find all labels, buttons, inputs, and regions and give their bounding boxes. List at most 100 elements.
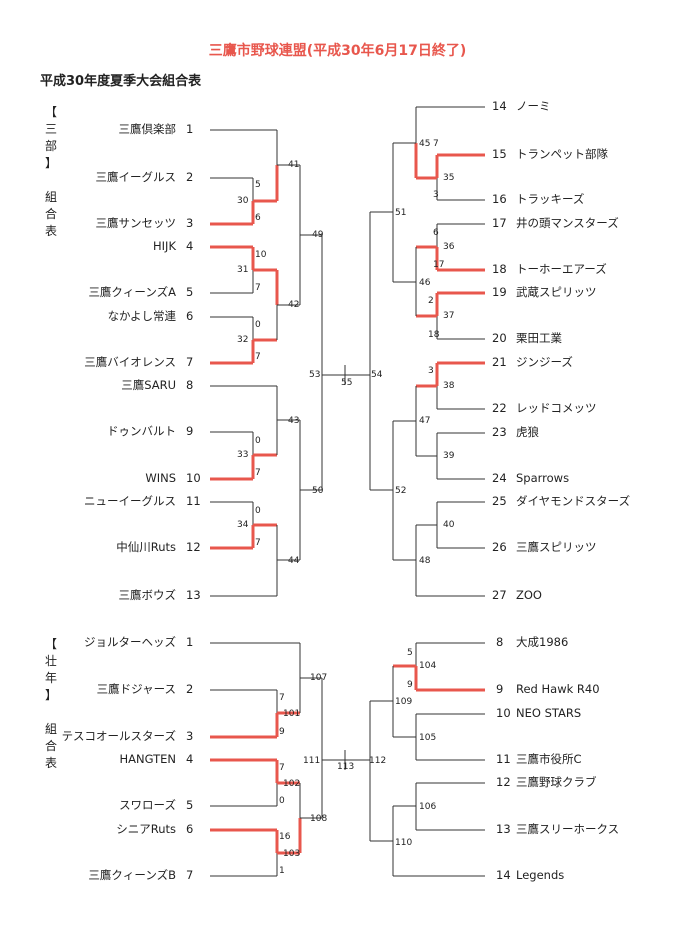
team-seed: 9: [186, 424, 194, 438]
team-seed: 25: [492, 494, 507, 508]
team-name: 武蔵スピリッツ: [516, 285, 597, 299]
team-seed: 2: [186, 170, 194, 184]
match-number: 112: [369, 756, 387, 766]
team-name: 井の頭マンスターズ: [516, 216, 619, 230]
team-seed: 7: [186, 355, 194, 369]
team-name: HIJK: [153, 239, 176, 253]
team-seed: 15: [492, 147, 507, 161]
team-seed: 3: [186, 216, 194, 230]
team-seed: 14: [492, 99, 507, 113]
division-label: 組: [44, 722, 57, 736]
team-name: HANGTEN: [119, 752, 176, 766]
match-number: 51: [395, 208, 407, 218]
match-number: 52: [395, 486, 407, 496]
match-score: 9: [279, 727, 285, 737]
match-number: 44: [288, 556, 300, 566]
team-name: 栗田工業: [516, 331, 562, 345]
team-seed: 9: [496, 682, 504, 696]
team-name: 三鷹ドジャース: [96, 682, 176, 696]
team-seed: 4: [186, 239, 194, 253]
match-score: 7: [279, 763, 285, 773]
match-score: 3: [428, 366, 434, 376]
team-seed: 10: [186, 471, 201, 485]
team-name: Legends: [516, 868, 565, 882]
team-seed: 21: [492, 355, 507, 369]
match-score: 0: [255, 436, 261, 446]
division-label: 【: [44, 105, 57, 119]
division-label: 合: [44, 739, 57, 753]
match-number: 35: [443, 173, 455, 183]
match-number: 34: [237, 520, 249, 530]
match-score: 5: [255, 180, 261, 190]
match-score: 0: [255, 506, 261, 516]
match-score: 18: [428, 330, 440, 340]
match-number: 55: [341, 378, 353, 388]
match-number: 41: [288, 160, 300, 170]
team-seed: 8: [186, 378, 194, 392]
match-number: 50: [312, 486, 324, 496]
match-number: 110: [395, 838, 413, 848]
match-number: 43: [288, 416, 300, 426]
team-seed: 6: [186, 309, 194, 323]
match-number: 106: [419, 802, 437, 812]
match-number: 33: [237, 450, 249, 460]
team-name: 三鷹ボウズ: [118, 588, 177, 602]
team-name: 三鷹倶楽部: [118, 122, 177, 136]
match-number: 47: [419, 416, 431, 426]
team-name: ダイヤモンドスターズ: [516, 494, 631, 508]
match-number: 54: [371, 370, 383, 380]
page-subtitle: 平成30年度夏季大会組合表: [40, 74, 202, 89]
match-score: 7: [255, 283, 261, 293]
match-score: 3: [433, 190, 439, 200]
team-seed: 2: [186, 682, 194, 696]
division-label: 【: [44, 637, 57, 651]
team-seed: 19: [492, 285, 507, 299]
match-number: 102: [283, 779, 301, 789]
match-number: 108: [310, 814, 328, 824]
team-seed: 17: [492, 216, 507, 230]
match-score: 7: [255, 352, 261, 362]
team-seed: 16: [492, 192, 507, 206]
team-name: ZOO: [516, 588, 542, 602]
team-name: 虎狼: [516, 425, 539, 439]
team-name: Red Hawk R40: [516, 682, 600, 696]
match-number: 49: [312, 230, 324, 240]
team-name: トランペット部隊: [516, 147, 608, 161]
division-label: 壮: [44, 654, 57, 668]
team-seed: 11: [496, 752, 511, 766]
match-number: 101: [283, 709, 301, 719]
match-score: 17: [433, 260, 445, 270]
team-seed: 1: [186, 122, 194, 136]
team-name: 三鷹イーグルス: [95, 170, 177, 184]
team-seed: 11: [186, 494, 201, 508]
match-number: 45: [419, 139, 431, 149]
match-score: 0: [279, 796, 285, 806]
team-seed: 12: [496, 775, 511, 789]
team-seed: 10: [496, 706, 511, 720]
team-name: ドゥンバルト: [107, 424, 176, 438]
division-label: 部: [44, 139, 57, 153]
team-seed: 6: [186, 822, 194, 836]
team-name: なかよし常連: [107, 309, 176, 323]
division-label: 表: [44, 756, 57, 770]
division-label: 三: [44, 122, 57, 136]
team-name: 三鷹市役所C: [516, 752, 582, 766]
match-number: 105: [419, 733, 437, 743]
match-number: 109: [395, 697, 413, 707]
team-seed: 23: [492, 425, 507, 439]
team-name: ジョルターヘッズ: [84, 635, 176, 649]
team-seed: 13: [496, 822, 511, 836]
match-score: 7: [279, 693, 285, 703]
team-seed: 20: [492, 331, 507, 345]
division-label: 合: [44, 207, 57, 221]
match-number: 37: [443, 311, 455, 321]
match-score: 16: [279, 832, 291, 842]
team-name: トーホーエアーズ: [516, 262, 607, 276]
team-seed: 24: [492, 471, 507, 485]
team-name: ニューイーグルス: [84, 494, 176, 508]
match-number: 104: [419, 661, 437, 671]
match-score: 7: [433, 139, 439, 149]
match-number: 30: [237, 196, 249, 206]
team-name: シニアRuts: [116, 822, 176, 836]
division-label: 】: [44, 156, 57, 170]
